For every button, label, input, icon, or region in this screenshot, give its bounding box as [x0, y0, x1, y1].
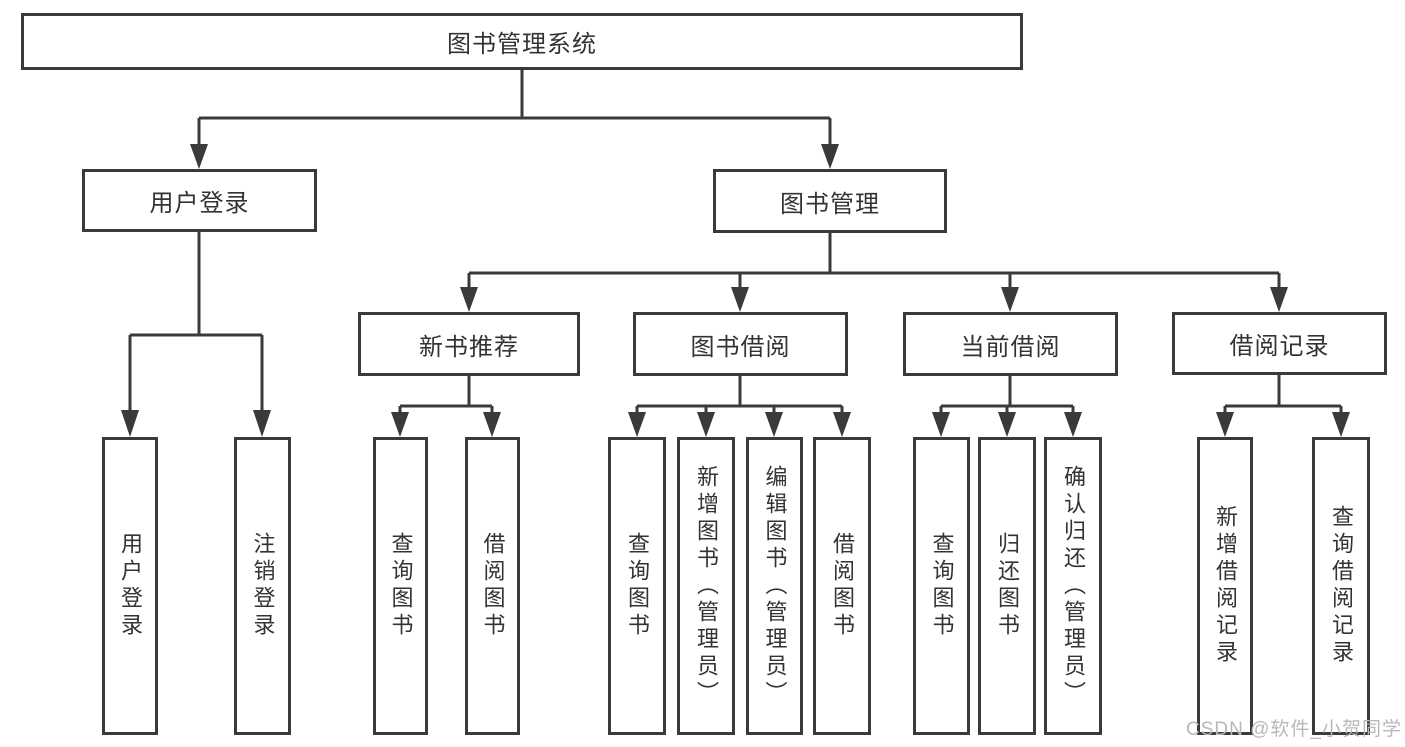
- node-borrow-record: 借阅记录: [1172, 312, 1387, 375]
- leaf-logout: 注销登录: [234, 437, 291, 735]
- node-new-book-recommend-label: 新书推荐: [419, 333, 519, 361]
- node-user-login-label: 用户登录: [149, 190, 250, 217]
- node-book-borrow: 图书借阅: [633, 312, 848, 376]
- leaf-current-query-book-label: 查询图书: [929, 532, 955, 640]
- node-root: 图书管理系统: [21, 13, 1023, 70]
- leaf-record-query-record: 查询借阅记录: [1312, 437, 1370, 735]
- leaf-newbook-query-book: 查询图书: [373, 437, 428, 735]
- leaf-current-return-book: 归还图书: [978, 437, 1036, 735]
- leaf-borrow-add-book-label: 新增图书（管理员）: [694, 464, 719, 708]
- node-borrow-record-label: 借阅记录: [1229, 333, 1330, 360]
- node-user-login: 用户登录: [82, 169, 317, 232]
- leaf-record-add-record-label: 新增借阅记录: [1213, 505, 1238, 667]
- leaf-borrow-edit-book-label: 编辑图书（管理员）: [762, 464, 788, 708]
- leaf-borrow-borrow-book-label: 借阅图书: [830, 532, 855, 640]
- node-book-borrow-label: 图书借阅: [690, 333, 791, 361]
- node-current-borrow-label: 当前借阅: [960, 333, 1061, 361]
- leaf-newbook-borrow-book-label: 借阅图书: [480, 532, 506, 640]
- leaf-current-confirm-return: 确认归还（管理员）: [1044, 437, 1102, 735]
- leaf-borrow-query-book: 查询图书: [608, 437, 666, 735]
- leaf-borrow-add-book: 新增图书（管理员）: [677, 437, 735, 735]
- leaf-current-return-book-label: 归还图书: [995, 532, 1020, 640]
- node-book-management: 图书管理: [713, 169, 947, 233]
- node-current-borrow: 当前借阅: [903, 312, 1118, 376]
- leaf-logout-label: 注销登录: [250, 532, 276, 640]
- node-new-book-recommend: 新书推荐: [358, 312, 580, 376]
- leaf-borrow-query-book-label: 查询图书: [625, 532, 650, 640]
- leaf-borrow-edit-book: 编辑图书（管理员）: [746, 437, 803, 735]
- leaf-current-query-book: 查询图书: [913, 437, 970, 735]
- leaf-current-confirm-return-label: 确认归还（管理员）: [1061, 464, 1086, 708]
- leaf-record-query-record-label: 查询借阅记录: [1329, 505, 1354, 667]
- leaf-user-login-label: 用户登录: [118, 532, 143, 640]
- leaf-borrow-borrow-book: 借阅图书: [813, 437, 871, 735]
- node-root-label: 图书管理系统: [447, 31, 597, 58]
- leaf-newbook-borrow-book: 借阅图书: [465, 437, 520, 735]
- node-book-management-label: 图书管理: [780, 190, 880, 218]
- leaf-record-add-record: 新增借阅记录: [1197, 437, 1253, 735]
- leaf-user-login: 用户登录: [102, 437, 158, 735]
- csdn-watermark: CSDN @软件_小贺同学: [1186, 719, 1402, 740]
- leaf-newbook-query-book-label: 查询图书: [388, 532, 414, 640]
